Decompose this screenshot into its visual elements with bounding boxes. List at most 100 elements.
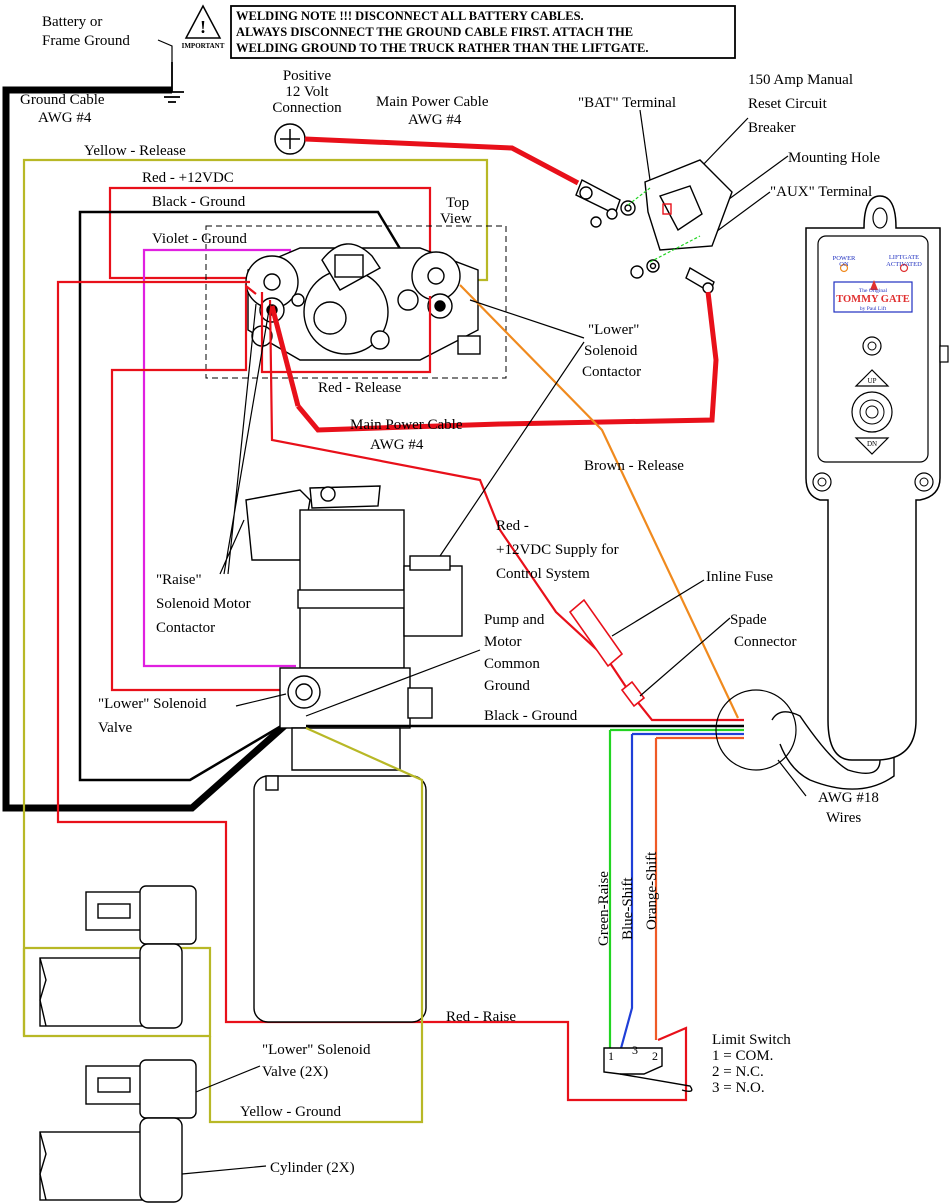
brown-release-wire: [459, 284, 739, 719]
mounting-hole-label: Mounting Hole: [788, 150, 880, 166]
power-on-label-1: POWER: [833, 255, 856, 262]
raise-contactor-label-1: "Raise": [156, 572, 202, 588]
top-view-frame: [205, 225, 507, 379]
power-on-led-icon: [839, 263, 849, 273]
breaker-studs: [627, 187, 701, 263]
limit-switch-nc: 2 = N.C.: [712, 1064, 764, 1080]
exclamation-icon: !: [200, 17, 206, 37]
green-raise-label: Green-Raise: [596, 871, 612, 946]
black-ground-bottom-label: Black - Ground: [484, 708, 578, 724]
red-supply-wire: [268, 299, 744, 722]
lower-valve-2x-leader: [195, 1065, 261, 1093]
main-power-top-label-2: AWG #4: [408, 112, 462, 128]
breaker-leader: [699, 117, 749, 169]
red-supply-label-1: Red -: [496, 518, 529, 534]
top-view-label-1: Top: [446, 195, 469, 211]
positive-label-2: 12 Volt: [285, 84, 329, 100]
orange-shift-label: Orange-Shift: [644, 851, 660, 930]
cylinder-valves: [39, 885, 197, 1203]
bat-terminal-label: "BAT" Terminal: [578, 95, 676, 111]
warning-line-2: ALWAYS DISCONNECT THE GROUND CABLE FIRST…: [236, 25, 633, 39]
spade-label-1: Spade: [730, 612, 767, 628]
red-12vdc-wire: [108, 186, 432, 280]
pump-ground-label-2: Motor: [484, 634, 522, 650]
lower-valve-label-2: Valve: [98, 720, 132, 736]
positive-label-1: Positive: [283, 68, 332, 84]
aux-terminal-label: "AUX" Terminal: [770, 184, 872, 200]
lower-valve-2x-label-2: Valve (2X): [262, 1064, 328, 1080]
red-12vdc-label: Red - +12VDC: [142, 170, 234, 186]
battery-ground-leader: [157, 39, 173, 90]
warning-triangle-icon: [184, 4, 222, 39]
breaker-label-2: Reset Circuit: [748, 96, 828, 112]
liftgate-label-1: LIFTGATE: [889, 254, 919, 261]
raise-contactor-label-3: Contactor: [156, 620, 215, 636]
pump-side-view: [245, 485, 463, 1023]
black-ground-label: Black - Ground: [152, 194, 246, 210]
main-power-mid-label-2: AWG #4: [370, 437, 424, 453]
up-label: UP: [868, 377, 877, 385]
positive-label-3: Connection: [272, 100, 342, 116]
main-power-top-label-1: Main Power Cable: [376, 94, 489, 110]
warning-box: ! IMPORTANT WELDING NOTE !!! DISCONNECT …: [182, 4, 736, 59]
cylinder-label: Cylinder (2X): [270, 1160, 355, 1176]
red-supply-label-3: Control System: [496, 566, 590, 582]
yellow-release-label: Yellow - Release: [84, 143, 186, 159]
inline-fuse-icon: [568, 598, 646, 708]
black-ground-wire: [78, 210, 422, 782]
limit-switch-label: Limit Switch: [712, 1032, 791, 1048]
red-lower-wire: [110, 283, 286, 692]
pin-2: 2: [652, 1049, 658, 1063]
red-supply-label-2: +12VDC Supply for: [496, 542, 619, 558]
power-on-label-2: ON: [839, 261, 849, 268]
lower-contactor-leaders: [439, 299, 585, 557]
brand-top: The Original: [859, 288, 888, 294]
limit-switch-icon: [603, 1047, 693, 1093]
battery-ground-label-1: Battery or: [42, 14, 102, 30]
lower-contactor-label-2: Solenoid: [584, 343, 638, 359]
main-power-to-contactor: [269, 305, 301, 407]
ground-cable-label-2: AWG #4: [38, 110, 92, 126]
lower-contactor-label-1: "Lower": [588, 322, 639, 338]
warning-line-3: WELDING GROUND TO THE TRUCK RATHER THAN …: [236, 41, 648, 55]
bat-terminal-leader: [639, 109, 651, 181]
brand-logo: [833, 281, 913, 313]
awg18-label-1: AWG #18: [818, 790, 879, 806]
awg18-label-2: Wires: [826, 810, 861, 826]
lower-valve-2x-label-1: "Lower" Solenoid: [262, 1042, 371, 1058]
battery-ground-label-2: Frame Ground: [42, 33, 130, 49]
inline-fuse-leader: [611, 579, 705, 637]
yellow-ground-wire: [208, 726, 424, 1124]
blue-shift-label: Blue-Shift: [620, 877, 636, 940]
limit-switch-no: 3 = N.O.: [712, 1080, 765, 1096]
brand-sub: by Paul Lift: [860, 305, 887, 312]
warning-frame: [230, 5, 736, 59]
blue-shift-wire: [618, 734, 634, 1053]
raise-contactor-label-2: Solenoid Motor: [156, 596, 251, 612]
red-release-label: Red - Release: [318, 380, 402, 396]
breaker-label-1: 150 Amp Manual: [748, 72, 853, 88]
brand-name: TOMMY GATE: [836, 294, 910, 305]
main-power-cable-top: [304, 136, 580, 186]
pin-3: 3: [632, 1043, 638, 1057]
warning-line-1: WELDING NOTE !!! DISCONNECT ALL BATTERY …: [236, 9, 584, 23]
pump-ground-label-4: Ground: [484, 678, 530, 694]
pump-ground-leader: [305, 649, 481, 717]
top-view-label-2: View: [440, 211, 472, 227]
liftgate-led-icon: [899, 263, 909, 273]
pump-ground-label-1: Pump and: [484, 612, 545, 628]
spade-leader: [639, 617, 731, 697]
limit-switch-com: 1 = COM.: [712, 1048, 773, 1064]
breaker-label-3: Breaker: [748, 120, 795, 136]
red-raise-label: Red - Raise: [446, 1009, 516, 1025]
up-arrow-icon: [854, 369, 890, 387]
main-power-cable-lower: [296, 291, 719, 433]
pendant-control: [805, 195, 949, 761]
positive-terminal-icon: [274, 123, 306, 155]
logo-arrow-icon: [870, 280, 878, 290]
liftgate-label-2: ACTIVATED: [886, 261, 922, 268]
lower-contactor-label-3: Contactor: [582, 364, 641, 380]
violet-ground-label: Violet - Ground: [152, 231, 247, 247]
pump-top-view: [245, 243, 481, 361]
